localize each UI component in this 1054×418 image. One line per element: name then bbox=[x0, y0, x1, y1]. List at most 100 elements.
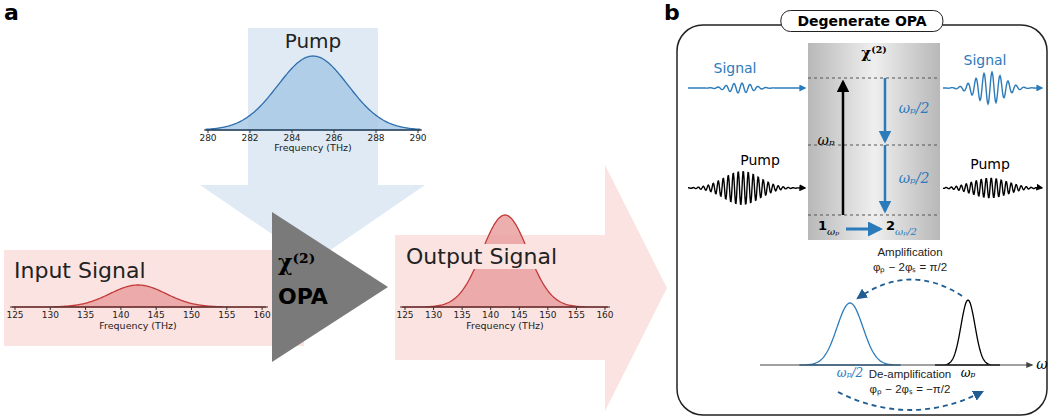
tick-mark bbox=[433, 307, 434, 310]
tick-mark bbox=[376, 130, 377, 133]
tick-mark bbox=[15, 307, 16, 310]
label: 286 bbox=[325, 133, 342, 143]
tick-mark bbox=[490, 307, 491, 310]
label: 290 bbox=[409, 133, 426, 143]
pump-axis bbox=[204, 130, 422, 131]
energy-levels bbox=[808, 78, 940, 215]
signal-photon-arrow bbox=[884, 145, 887, 211]
node-text: OPA bbox=[278, 284, 328, 309]
label: Signal bbox=[713, 60, 756, 76]
axis-ticks bbox=[15, 130, 605, 310]
label: Amplification bbox=[877, 246, 942, 259]
pump-spectrum-b bbox=[935, 300, 1000, 365]
pump-out-pulse bbox=[943, 179, 1042, 198]
label: 125 bbox=[396, 310, 413, 320]
label: 145 bbox=[511, 310, 528, 320]
tick-mark bbox=[156, 307, 157, 310]
tick-mark bbox=[334, 130, 335, 133]
output-arrow-fill bbox=[395, 165, 667, 411]
label: ωₚ bbox=[961, 367, 976, 381]
spectra bbox=[12, 56, 1000, 365]
pump-spectrum bbox=[206, 56, 420, 130]
tick-mark bbox=[226, 307, 227, 310]
label: Signal bbox=[963, 52, 1006, 68]
label: ωₚ/2 bbox=[837, 367, 863, 381]
label: 145 bbox=[148, 310, 165, 320]
tick-mark bbox=[262, 307, 263, 310]
label: 140 bbox=[112, 310, 129, 320]
tick-mark bbox=[576, 307, 577, 310]
label: ωₚ/2 bbox=[899, 170, 930, 186]
label: Frequency (THz) bbox=[466, 321, 543, 332]
label: Pump bbox=[970, 156, 1010, 172]
tick-mark bbox=[191, 307, 192, 310]
tick-mark bbox=[547, 307, 548, 310]
pump-arrow-fill bbox=[200, 28, 425, 262]
panel-outline bbox=[677, 25, 1047, 415]
input-spectrum bbox=[12, 285, 266, 307]
tick-mark bbox=[405, 307, 406, 310]
label: ωₚ bbox=[827, 226, 839, 238]
node-text: χ⁽²⁾ bbox=[861, 45, 886, 62]
label: 155 bbox=[568, 310, 585, 320]
input-arrow-fill bbox=[4, 250, 304, 346]
label: 135 bbox=[77, 310, 94, 320]
node-text: Output Signal bbox=[403, 244, 560, 269]
tick-mark bbox=[85, 307, 86, 310]
label: b bbox=[664, 0, 680, 25]
output-spectrum bbox=[402, 215, 608, 307]
label: ωₚ/2 bbox=[895, 226, 917, 238]
label: 288 bbox=[367, 133, 384, 143]
node-text: Input Signal bbox=[14, 258, 146, 283]
node-text: Pump bbox=[285, 30, 342, 53]
pulses bbox=[688, 72, 1042, 204]
conversion-arrow bbox=[846, 228, 880, 231]
label: 140 bbox=[482, 310, 499, 320]
opa-triangle: χ⁽²⁾ OPA bbox=[272, 212, 388, 362]
label: 150 bbox=[183, 310, 200, 320]
label: a bbox=[4, 0, 19, 25]
label: Pump bbox=[740, 152, 780, 168]
tick-mark bbox=[208, 130, 209, 133]
opa-triangle-fill bbox=[272, 212, 388, 362]
label: 150 bbox=[539, 310, 556, 320]
label: 125 bbox=[6, 310, 23, 320]
pump-in-pulse bbox=[688, 172, 805, 204]
label: 160 bbox=[596, 310, 613, 320]
label: ωₚ bbox=[817, 132, 834, 148]
signal-photon-arrow bbox=[884, 78, 887, 141]
label: De-amplification bbox=[869, 368, 951, 381]
label: φₚ − 2φₛ = −π/2 bbox=[870, 383, 951, 396]
label: Frequency (THz) bbox=[99, 321, 176, 332]
label: ω bbox=[1036, 356, 1047, 372]
label: φₚ − 2φₛ = π/2 bbox=[873, 261, 947, 274]
label: 130 bbox=[42, 310, 59, 320]
tick-mark bbox=[120, 307, 121, 310]
label: 284 bbox=[283, 133, 300, 143]
tick-mark bbox=[418, 130, 419, 133]
signal-out-pulse bbox=[943, 72, 1042, 104]
tick-mark bbox=[292, 130, 293, 133]
label: 282 bbox=[241, 133, 258, 143]
label: 280 bbox=[199, 133, 216, 143]
label: 135 bbox=[454, 310, 471, 320]
amplification-arrow bbox=[858, 279, 962, 298]
label: 2 bbox=[886, 219, 895, 234]
input-axis bbox=[10, 307, 268, 308]
label: Frequency (THz) bbox=[274, 143, 351, 154]
signal-spectrum bbox=[800, 303, 900, 365]
tick-mark bbox=[250, 130, 251, 133]
label: 160 bbox=[254, 310, 271, 320]
node-text: χ⁽²⁾ bbox=[278, 250, 315, 275]
node-text: Degenerate OPA bbox=[780, 10, 943, 32]
label: 1 bbox=[818, 219, 827, 234]
label: 130 bbox=[425, 310, 442, 320]
tick-mark bbox=[604, 307, 605, 310]
tick-mark bbox=[50, 307, 51, 310]
frequency-axis bbox=[760, 364, 1032, 365]
signal-in-pulse bbox=[688, 83, 805, 93]
